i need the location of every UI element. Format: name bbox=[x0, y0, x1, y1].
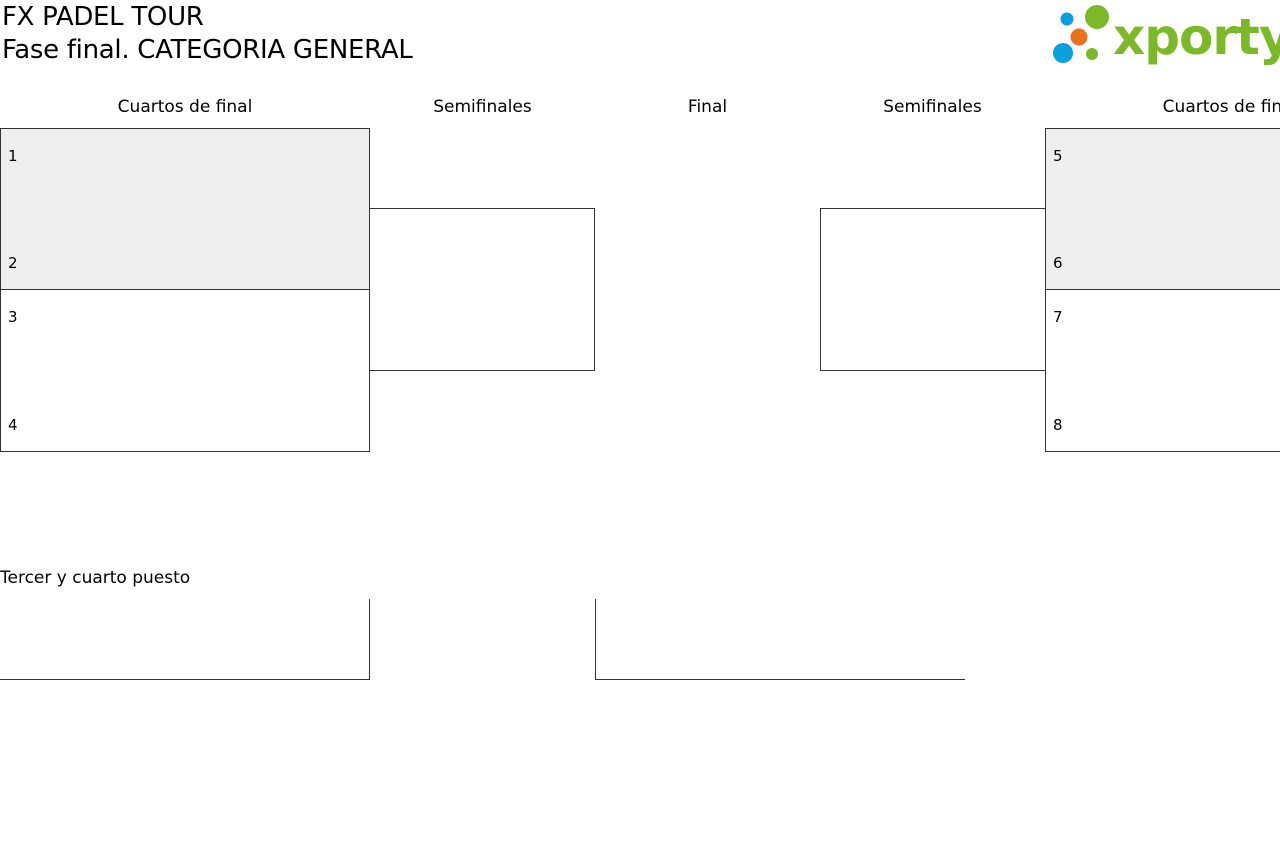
round-label-right-semis: Semifinales bbox=[883, 97, 982, 117]
third-place-line-left bbox=[0, 679, 370, 680]
match-quarter-1 bbox=[0, 128, 370, 290]
logo-dot-blue-large bbox=[1053, 43, 1073, 63]
round-label-left-quarters: Cuartos de final bbox=[117, 97, 253, 117]
seed-label: 2 bbox=[8, 254, 18, 272]
match-quarter-4 bbox=[1045, 289, 1280, 452]
seed-label: 6 bbox=[1053, 254, 1063, 272]
logo-dot-green-small bbox=[1086, 48, 1098, 60]
match-quarter-2 bbox=[0, 289, 370, 452]
third-place-title: Tercer y cuarto puesto bbox=[0, 568, 191, 588]
seed-label: 7 bbox=[1053, 308, 1063, 326]
match-quarter-3 bbox=[1045, 128, 1280, 290]
xporty-logo: xporty bbox=[1053, 5, 1280, 66]
seed-label: 5 bbox=[1053, 147, 1063, 165]
round-label-left-semis: Semifinales bbox=[433, 97, 532, 117]
logo-dot-green bbox=[1085, 5, 1109, 29]
match-semi-right bbox=[820, 208, 1046, 371]
logo-wordmark: xporty bbox=[1113, 8, 1280, 66]
seed-label: 8 bbox=[1053, 416, 1063, 434]
round-label-final: Final bbox=[687, 97, 728, 117]
logo-dot-blue-small bbox=[1060, 12, 1074, 26]
seed-label: 3 bbox=[8, 308, 18, 326]
tournament-title: FX PADEL TOUR bbox=[2, 2, 204, 32]
third-place-connector-right bbox=[595, 599, 596, 680]
logo-dot-orange bbox=[1070, 28, 1088, 46]
phase-title: Fase final. CATEGORIA GENERAL bbox=[2, 35, 413, 65]
match-semi-left bbox=[369, 208, 595, 371]
seed-label: 1 bbox=[8, 147, 18, 165]
seed-label: 4 bbox=[8, 416, 18, 434]
third-place-connector-left bbox=[369, 599, 370, 680]
third-place-line-right bbox=[595, 679, 965, 680]
round-label-right-quarters: Cuartos de final bbox=[1162, 97, 1280, 117]
